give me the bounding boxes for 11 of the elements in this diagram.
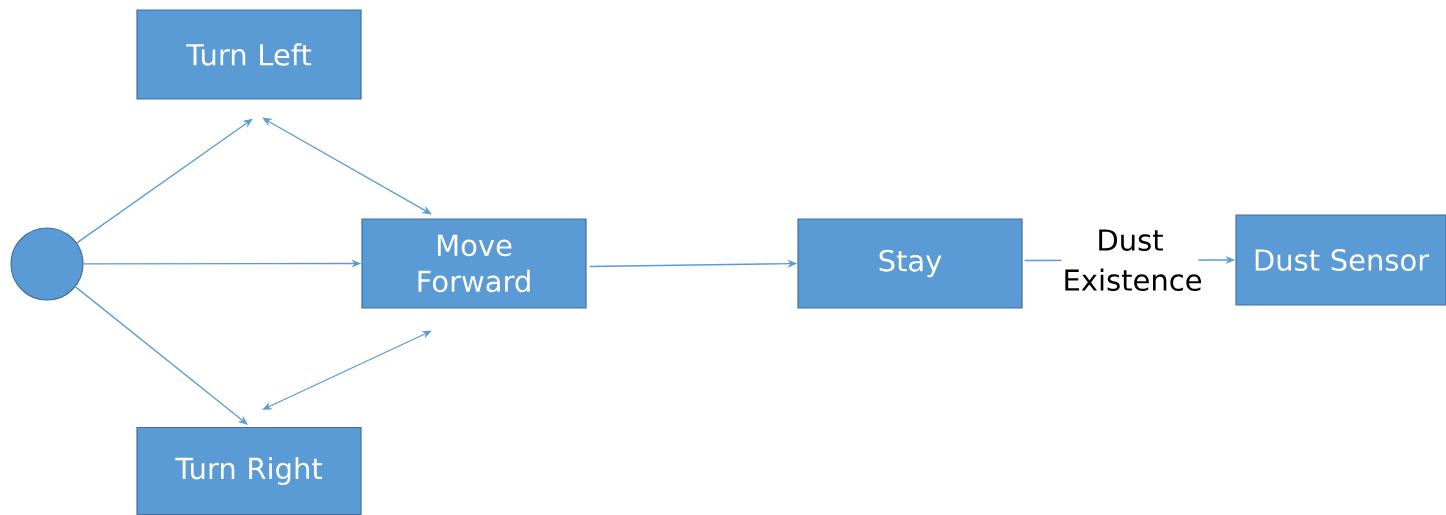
process-box: Move Forward [361, 218, 587, 309]
arrow [76, 118, 253, 244]
start-circle [10, 227, 84, 301]
arrow [74, 286, 248, 425]
process-box: Turn Left [136, 9, 362, 100]
process-box: Dust Sensor [1235, 214, 1446, 306]
arrow [262, 330, 432, 410]
edge-label: Dust Existence [1061, 228, 1201, 293]
process-box: Turn Right [136, 426, 362, 515]
process-box: Stay [797, 218, 1023, 309]
arrow [262, 117, 432, 215]
